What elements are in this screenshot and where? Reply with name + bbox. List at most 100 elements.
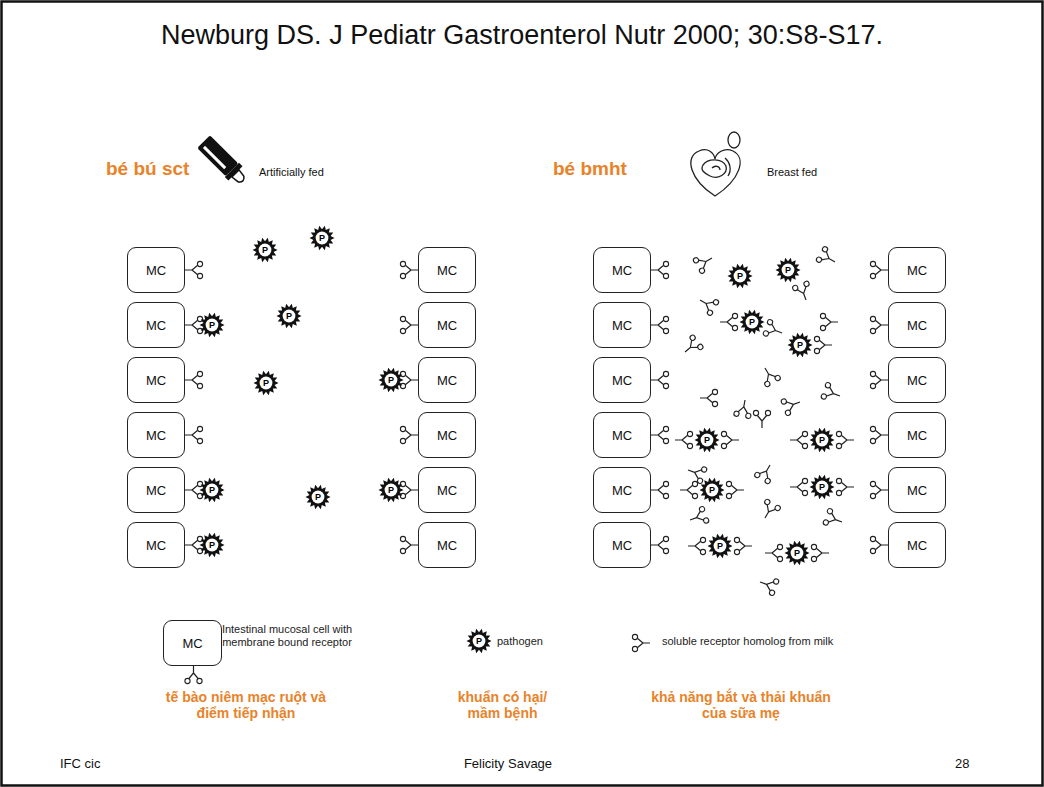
- pathogen-letter: P: [262, 246, 268, 255]
- page-number: 28: [955, 757, 969, 772]
- milk-receptor: [765, 544, 783, 561]
- mucosal-cell-box: MC: [418, 357, 476, 403]
- mucosal-cell-box: MC: [127, 247, 185, 293]
- milk-receptor: [685, 462, 707, 484]
- milk-receptor: [758, 364, 782, 388]
- milk-receptor: [721, 431, 739, 448]
- membrane-receptor: [870, 481, 888, 498]
- pathogen-letter: P: [263, 379, 269, 388]
- membrane-receptor: [651, 426, 669, 443]
- cell-label: MC: [612, 483, 632, 498]
- milk-receptor: [733, 399, 753, 419]
- mucosal-cell-box: MC: [593, 247, 651, 293]
- legend-entry: Intestinal mucosal cell with membrane bo…: [212, 623, 362, 648]
- pathogen-circle: P: [739, 309, 765, 335]
- cell-label: MC: [907, 263, 927, 278]
- cell-label: MC: [146, 483, 166, 498]
- cell-label: MC: [146, 318, 166, 333]
- pathogen-circle: P: [378, 367, 404, 393]
- mucosal-cell-box: MC: [593, 412, 651, 458]
- mucosal-cell-box: MC: [888, 302, 946, 348]
- breastfeeding-icon: [691, 132, 740, 196]
- pathogen-letter: P: [794, 549, 800, 558]
- milk-receptor: [790, 431, 808, 448]
- cell-label: MC: [437, 263, 457, 278]
- milk-receptor: [792, 281, 814, 303]
- mucosal-cell-box: MC: [127, 412, 185, 458]
- pathogen-letter: P: [737, 272, 743, 281]
- pathogen-letter: P: [476, 637, 482, 646]
- pathogen-letter: P: [709, 486, 715, 495]
- milk-receptor: [700, 389, 718, 406]
- milk-receptor: [688, 537, 706, 554]
- milk-receptor: [815, 246, 839, 270]
- pathogen-circle: P: [199, 312, 225, 338]
- pathogen-circle: P: [727, 263, 753, 289]
- mucosal-cell-box: MC: [888, 522, 946, 568]
- membrane-receptor: [651, 371, 669, 388]
- mucosal-cell-box: MC: [593, 522, 651, 568]
- pathogen-circle: P: [707, 533, 733, 559]
- cell-label: MC: [437, 373, 457, 388]
- mucosal-cell-box: MC: [888, 412, 946, 458]
- mucosal-cell-box: MC: [888, 357, 946, 403]
- pathogen-letter: P: [797, 341, 803, 350]
- mucosal-cell-box: MC: [127, 467, 185, 513]
- pathogen-letter: P: [286, 312, 292, 321]
- membrane-receptor: [870, 371, 888, 388]
- milk-receptor: [823, 508, 845, 530]
- membrane-receptor: [185, 426, 203, 443]
- pathogen-letter: P: [749, 318, 755, 327]
- feeding-heading: bé bú sct: [106, 158, 189, 180]
- milk-receptor: [836, 478, 854, 495]
- pathogen-letter: P: [319, 234, 325, 243]
- milk-receptor: [753, 410, 770, 428]
- pathogen-circle: P: [787, 332, 813, 358]
- milk-receptor: [821, 382, 843, 404]
- milk-receptor: [726, 481, 744, 498]
- pathogen-circle: P: [276, 303, 302, 329]
- footer-text: IFC cic: [60, 757, 100, 772]
- cell-label: MC: [612, 428, 632, 443]
- milk-receptor: [763, 319, 785, 341]
- mucosal-cell-box: MC: [418, 522, 476, 568]
- membrane-receptor: [651, 261, 669, 278]
- pathogen-letter: P: [704, 436, 710, 445]
- membrane-receptor: [651, 481, 669, 498]
- milk-receptor: [820, 313, 838, 330]
- milk-receptor: [836, 431, 854, 448]
- milk-receptor: [692, 251, 716, 275]
- cell-label: MC: [182, 636, 202, 651]
- pathogen-circle: P: [809, 474, 835, 500]
- pathogen-circle: P: [253, 370, 279, 396]
- membrane-receptor: [651, 316, 669, 333]
- membrane-receptor: [870, 536, 888, 553]
- milk-receptor: [814, 336, 832, 353]
- pathogen-letter: P: [209, 321, 215, 330]
- pathogen-circle: P: [784, 540, 810, 566]
- mucosal-cell-box: MC: [888, 467, 946, 513]
- milk-receptor: [734, 537, 752, 554]
- pathogen-circle: P: [466, 628, 492, 654]
- cell-label: MC: [146, 428, 166, 443]
- legend-text: Intestinal mucosal cell with membrane bo…: [222, 623, 352, 648]
- legend-text: soluble receptor homolog from milk: [662, 635, 833, 647]
- pathogen-letter: P: [315, 493, 321, 502]
- membrane-receptor: [651, 536, 669, 553]
- mucosal-cell-box: MC: [888, 247, 946, 293]
- mucosal-cell-box: MC: [163, 620, 222, 666]
- mucosal-cell-box: MC: [418, 412, 476, 458]
- pathogen-circle: P: [199, 532, 225, 558]
- membrane-receptor: [870, 426, 888, 443]
- milk-receptor: [754, 461, 778, 485]
- cell-label: MC: [146, 373, 166, 388]
- cell-label: MC: [437, 538, 457, 553]
- pathogen-letter: P: [785, 266, 791, 275]
- mucosal-cell-box: MC: [593, 302, 651, 348]
- legend-entry: pathogen: [497, 635, 543, 648]
- mucosal-cell-box: MC: [127, 357, 185, 403]
- mucosal-cell-box: MC: [593, 357, 651, 403]
- legend-translation: khuẩn có hại/ mầm bệnh: [445, 689, 560, 721]
- pathogen-circle: P: [309, 225, 335, 251]
